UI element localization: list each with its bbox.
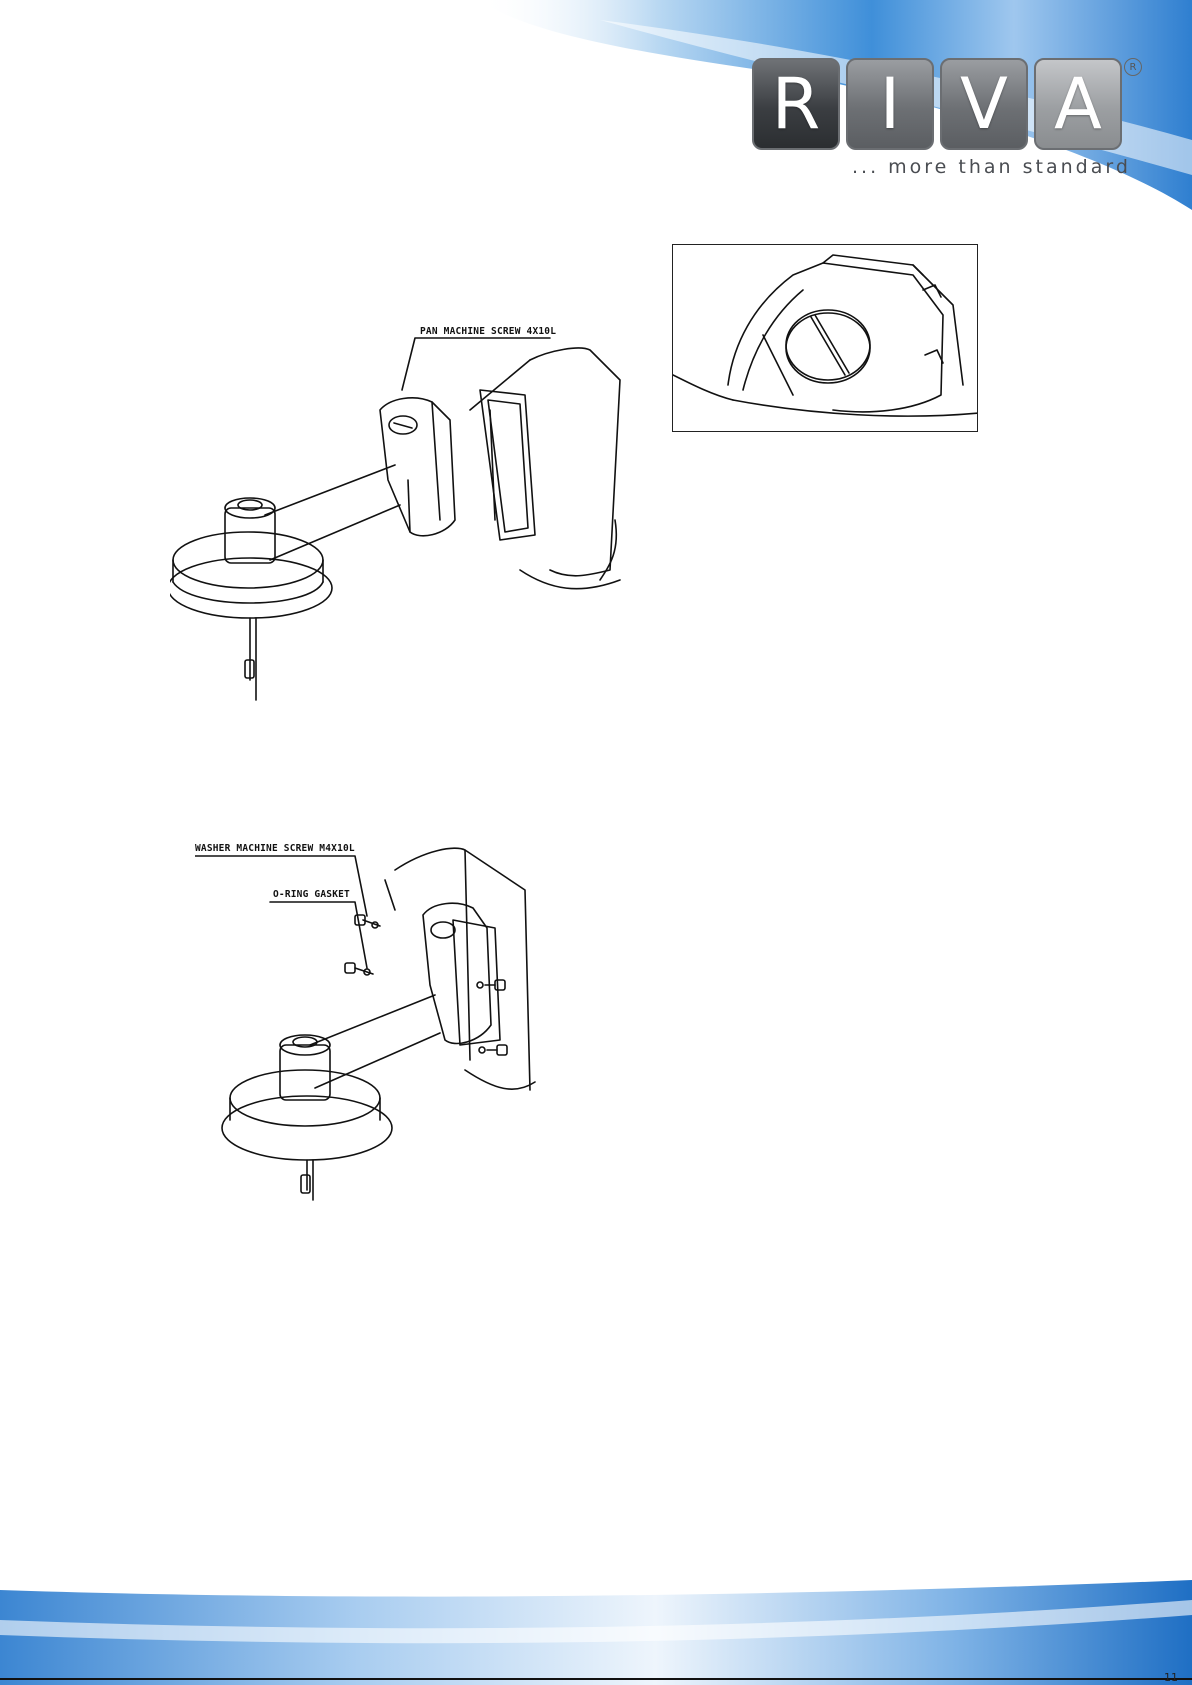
logo-letter-r: R — [752, 58, 840, 150]
figure-1-callout: PAN MACHINE SCREW 4X10L — [420, 326, 556, 337]
logo-letter-a: A — [1034, 58, 1122, 150]
logo-letter-v: V — [940, 58, 1028, 150]
figure-2-callout-o-ring-gasket: O-RING GASKET — [273, 889, 350, 900]
riva-logo: R I V A R ... more than standard — [752, 58, 1144, 188]
registered-trademark-icon: R — [1124, 58, 1142, 76]
figure-2-mount-drawing: WASHER MACHINE SCREW M4X10L O-RING GASKE… — [195, 820, 615, 1210]
figure-1-mount-drawing: PAN MACHINE SCREW 4X10L — [170, 320, 630, 710]
footer-swoosh — [0, 1580, 1192, 1685]
logo-letter-i: I — [846, 58, 934, 150]
page-number: 11 — [1164, 1671, 1178, 1684]
detail-inset-frame — [672, 244, 978, 432]
figure-2-callout-washer-screw: WASHER MACHINE SCREW M4X10L — [195, 843, 355, 854]
logo-tagline: ... more than standard — [852, 156, 1131, 178]
detail-screw-drawing — [673, 245, 978, 432]
